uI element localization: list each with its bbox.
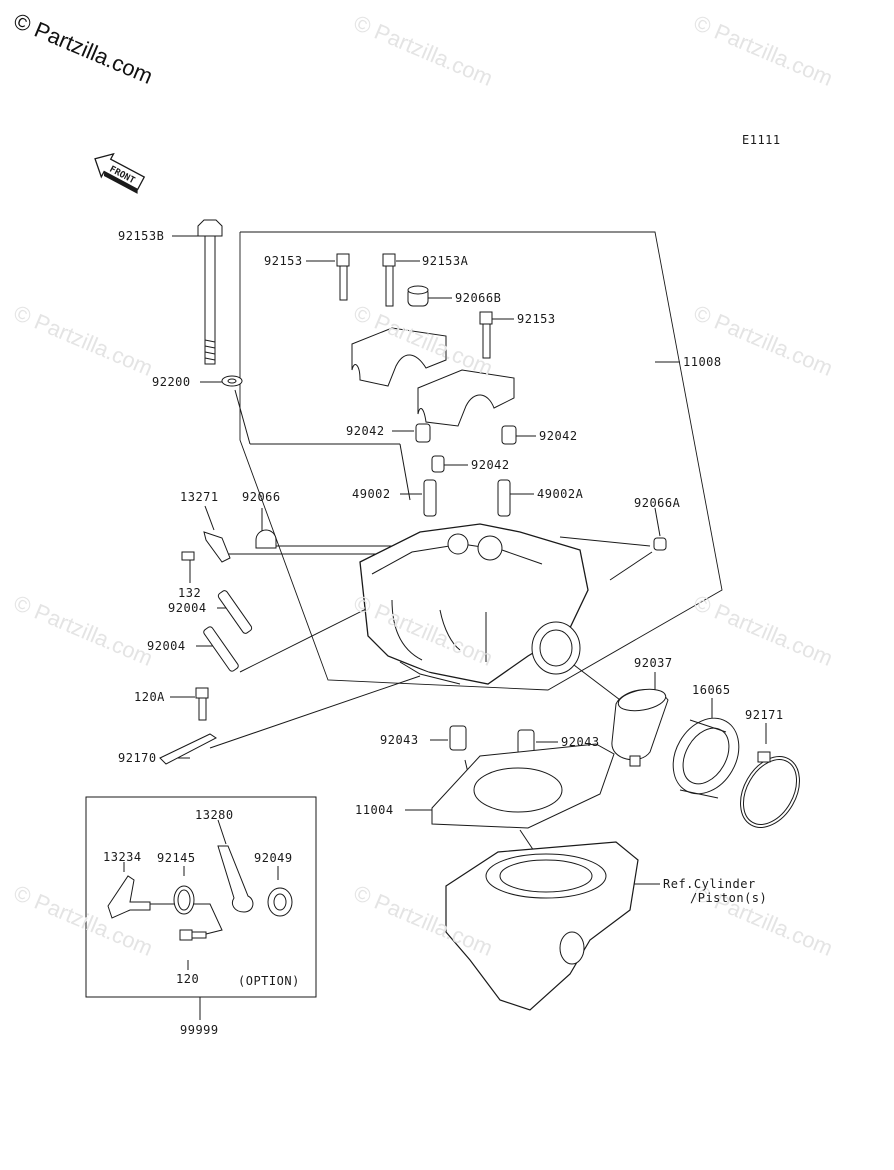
stud-92004-b bbox=[203, 626, 239, 672]
part-label[interactable]: 92066A bbox=[634, 496, 681, 510]
part-label[interactable]: 92004 bbox=[168, 601, 207, 615]
part-label[interactable]: 92043 bbox=[380, 733, 419, 747]
camshaft-cap-2 bbox=[417, 369, 515, 427]
ref-piston-label: /Piston(s) bbox=[690, 891, 768, 905]
bolt-92153-b bbox=[479, 311, 493, 359]
bracket-13271 bbox=[203, 531, 231, 563]
part-label[interactable]: 92145 bbox=[157, 851, 196, 865]
spring-92145 bbox=[173, 885, 195, 915]
part-label[interactable]: 92170 bbox=[118, 751, 157, 765]
part-label[interactable]: 11008 bbox=[683, 355, 722, 369]
part-label[interactable]: 92037 bbox=[634, 656, 673, 670]
part-label[interactable]: 92153 bbox=[517, 312, 556, 326]
part-label[interactable]: 49002A bbox=[537, 487, 584, 501]
dowel-92043-a bbox=[449, 725, 467, 751]
part-label[interactable]: 92066 bbox=[242, 490, 281, 504]
part-label[interactable]: 120A bbox=[134, 690, 165, 704]
option-label: (OPTION) bbox=[238, 974, 300, 988]
part-label[interactable]: 92153A bbox=[422, 254, 469, 268]
part-label[interactable]: 120 bbox=[176, 972, 200, 986]
part-label[interactable]: 13280 bbox=[195, 808, 234, 822]
guide-92170 bbox=[159, 733, 217, 765]
camshaft-cap-1 bbox=[351, 327, 447, 387]
option-box bbox=[85, 796, 317, 998]
bolt-92153B bbox=[197, 219, 223, 365]
dowel-92042-c bbox=[431, 455, 445, 473]
clamp-92171 bbox=[740, 751, 800, 828]
collar-92066B bbox=[407, 285, 429, 307]
bolt-132 bbox=[181, 551, 195, 561]
guide-49002 bbox=[423, 479, 437, 517]
dowel-92042-a bbox=[415, 423, 431, 443]
part-label[interactable]: 92200 bbox=[152, 375, 191, 389]
diagram-code: E1111 bbox=[742, 133, 781, 147]
guide-49002A bbox=[497, 479, 511, 517]
part-label[interactable]: 13234 bbox=[103, 850, 142, 864]
holder-16065 bbox=[672, 717, 740, 799]
part-label[interactable]: 92043 bbox=[561, 735, 600, 749]
lever-13280 bbox=[217, 845, 254, 913]
ref-cylinder-label: Ref.Cylinder bbox=[663, 877, 756, 891]
part-label[interactable]: 99999 bbox=[180, 1023, 219, 1037]
part-label[interactable]: 92049 bbox=[254, 851, 293, 865]
part-label[interactable]: 92042 bbox=[539, 429, 578, 443]
sensor-13234 bbox=[107, 875, 151, 919]
part-label[interactable]: 92042 bbox=[471, 458, 510, 472]
plug-92066A bbox=[653, 537, 667, 551]
stud-92004-a bbox=[217, 590, 253, 634]
part-label[interactable]: 11004 bbox=[355, 803, 394, 817]
part-label[interactable]: 49002 bbox=[352, 487, 391, 501]
plug-92066 bbox=[255, 529, 277, 549]
part-label[interactable]: 92004 bbox=[147, 639, 186, 653]
dowel-92042-b bbox=[501, 425, 517, 445]
part-label[interactable]: 92042 bbox=[346, 424, 385, 438]
bolt-120 bbox=[179, 929, 207, 941]
part-label[interactable]: 92066B bbox=[455, 291, 502, 305]
part-label[interactable]: 132 bbox=[178, 586, 202, 600]
bolt-92153A bbox=[382, 253, 396, 307]
part-label[interactable]: 92171 bbox=[745, 708, 784, 722]
bolt-92153-a bbox=[336, 253, 350, 301]
part-label[interactable]: 92153 bbox=[264, 254, 303, 268]
assembly-outline-11008 bbox=[239, 231, 723, 691]
seal-92049 bbox=[267, 887, 293, 917]
part-label[interactable]: 13271 bbox=[180, 490, 219, 504]
front-arrow-icon: FRONT bbox=[94, 152, 146, 194]
part-label[interactable]: 92153B bbox=[118, 229, 165, 243]
part-label[interactable]: 16065 bbox=[692, 683, 731, 697]
bolt-120A bbox=[195, 687, 209, 721]
band-92037 bbox=[611, 688, 669, 767]
